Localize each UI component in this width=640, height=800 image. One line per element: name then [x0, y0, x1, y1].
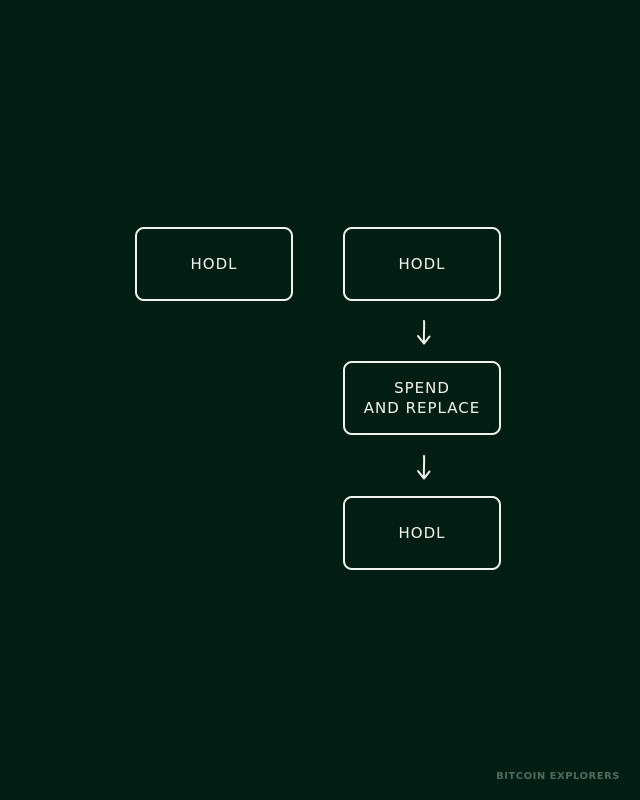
hodl-label: HODL: [190, 255, 238, 273]
and-replace-label: AND REPLACE: [363, 399, 481, 417]
brand-footer: BITCOIN EXPLORERS: [496, 771, 620, 782]
hodl-label: HODL: [398, 255, 446, 273]
down-arrow-icon: [417, 455, 431, 480]
hodl-box-end: HODL: [343, 496, 501, 570]
spend-and-replace-box: SPEND AND REPLACE: [343, 361, 501, 435]
hodl-box-standalone: HODL: [135, 227, 293, 301]
down-arrow-icon: [417, 320, 431, 345]
hodl-box-start: HODL: [343, 227, 501, 301]
spend-label: SPEND: [394, 379, 450, 397]
hodl-label: HODL: [398, 524, 446, 542]
